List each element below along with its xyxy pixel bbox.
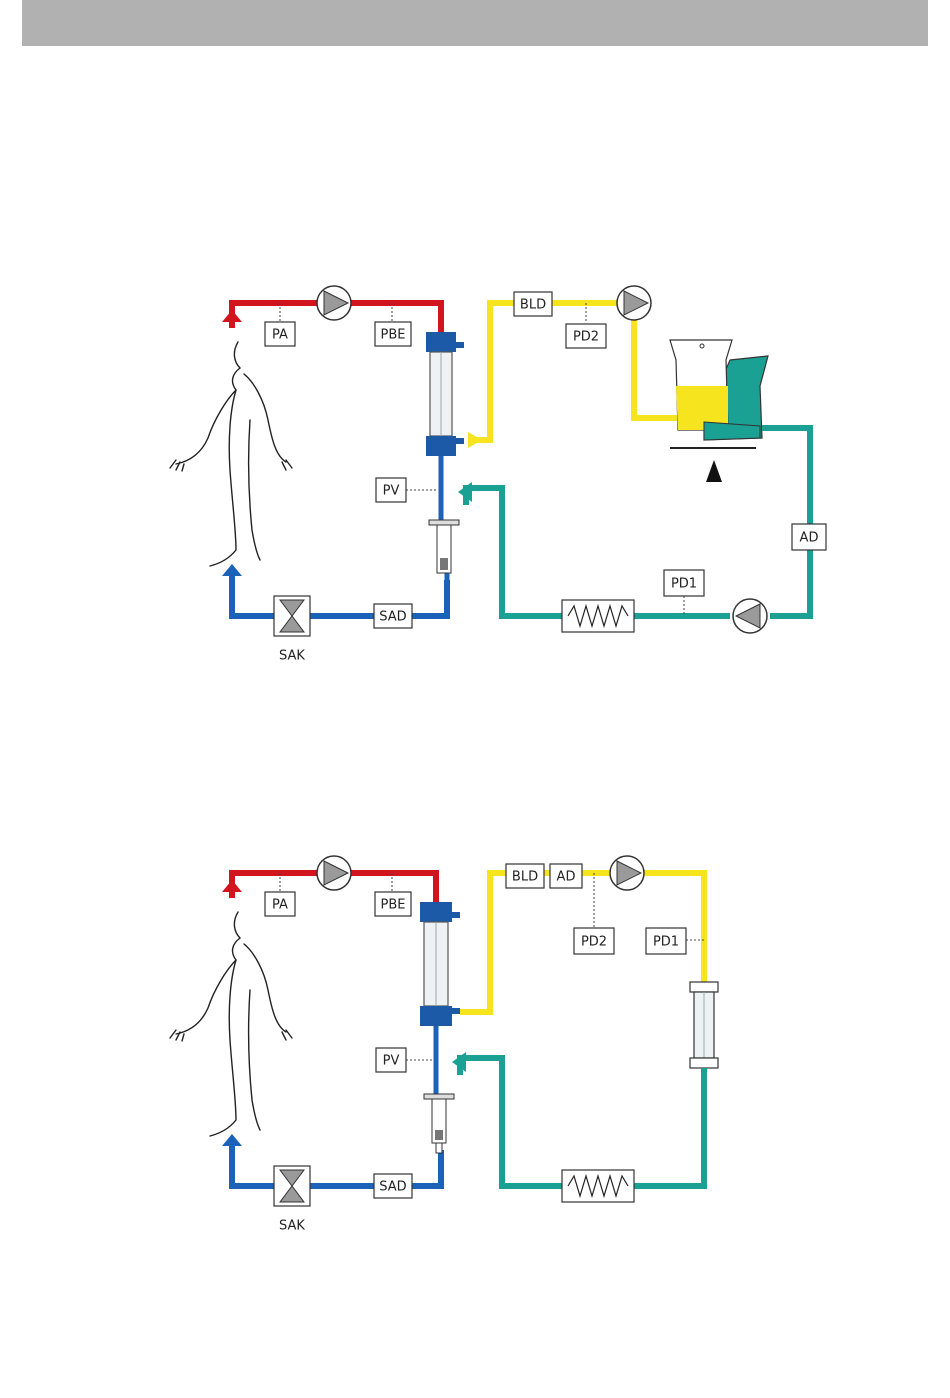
blood-pump-icon — [317, 856, 351, 890]
effluent-pump-icon — [610, 856, 644, 890]
label-pa: PA — [265, 892, 295, 916]
svg-text:PD1: PD1 — [653, 935, 679, 950]
svg-text:PV: PV — [383, 1054, 400, 1069]
circuit-diagram-1: PA PBE PV SAD SAK BLD PD2 PD1 AD — [0, 270, 950, 670]
svg-text:PA: PA — [272, 328, 288, 343]
svg-text:BLD: BLD — [520, 298, 546, 313]
label-pd2: PD2 — [566, 324, 606, 348]
svg-text:PBE: PBE — [381, 328, 406, 343]
svg-text:PD1: PD1 — [671, 577, 697, 592]
svg-text:AD: AD — [557, 870, 576, 885]
label-sak: SAK — [279, 1219, 305, 1234]
svg-text:PD2: PD2 — [573, 330, 599, 345]
label-bld: BLD — [506, 864, 544, 888]
header-bar — [22, 0, 928, 46]
label-pv: PV — [376, 478, 406, 502]
label-sad: SAD — [374, 604, 412, 628]
heater-icon — [562, 1170, 634, 1202]
label-sak: SAK — [279, 649, 305, 664]
label-pv: PV — [376, 1048, 406, 1072]
heater-icon — [562, 600, 634, 632]
svg-text:PV: PV — [383, 484, 400, 499]
svg-text:PA: PA — [272, 898, 288, 913]
label-pd1: PD1 — [664, 570, 704, 596]
clamp-valve-icon — [274, 596, 310, 636]
svg-text:AD: AD — [800, 531, 819, 546]
clamp-valve-icon — [274, 1166, 310, 1206]
svg-text:PBE: PBE — [381, 898, 406, 913]
label-pa: PA — [265, 322, 295, 346]
label-pd2: PD2 — [574, 928, 614, 954]
svg-text:BLD: BLD — [512, 870, 538, 885]
blood-pump-icon — [317, 286, 351, 320]
circuit-diagram-2: PA PBE PV SAD SAK BLD AD PD2 PD1 — [0, 840, 950, 1240]
label-sad: SAD — [374, 1174, 412, 1198]
label-pbe: PBE — [375, 892, 411, 916]
filter-icon — [690, 982, 718, 1068]
dialysate-pump-icon — [733, 599, 767, 633]
label-bld: BLD — [514, 292, 552, 316]
label-pbe: PBE — [375, 322, 411, 346]
svg-text:SAD: SAD — [379, 1180, 406, 1195]
svg-text:SAD: SAD — [379, 610, 406, 625]
effluent-pump-icon — [617, 286, 651, 320]
label-ad: AD — [792, 524, 826, 550]
svg-text:PD2: PD2 — [581, 935, 607, 950]
label-ad: AD — [550, 864, 582, 888]
label-pd1: PD1 — [646, 928, 686, 954]
